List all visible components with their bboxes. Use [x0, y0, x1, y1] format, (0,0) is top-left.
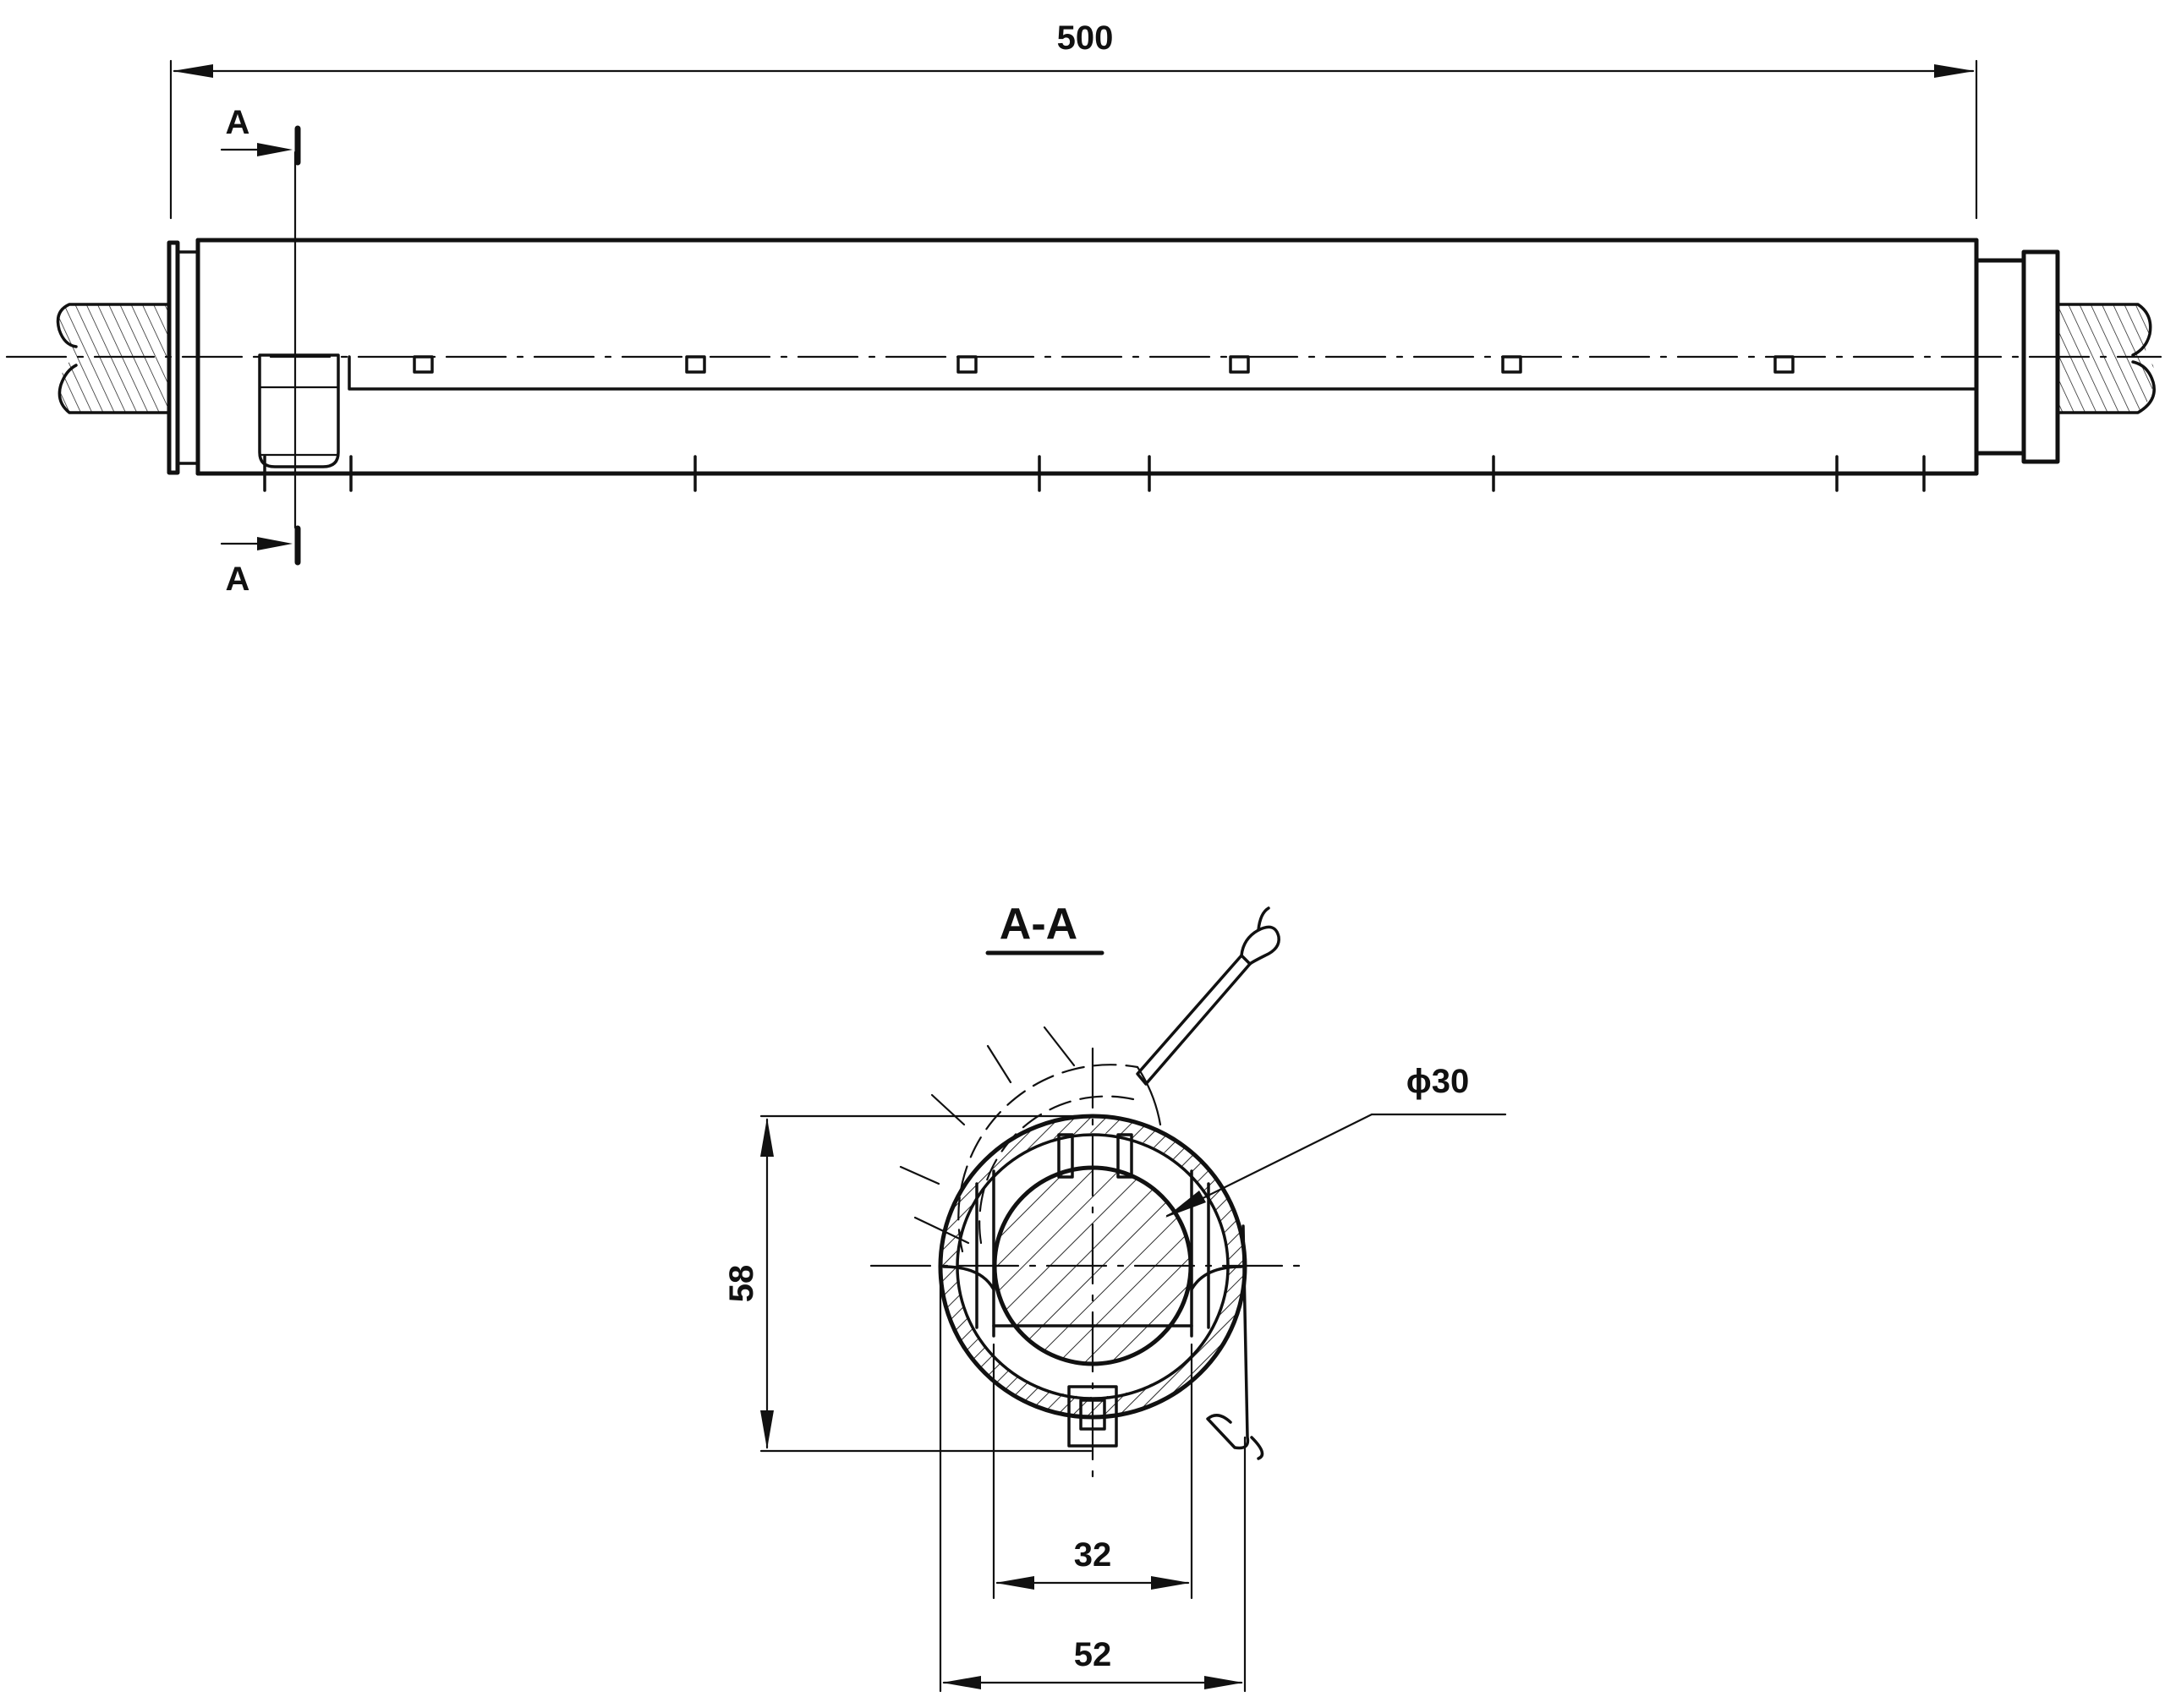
shaft-diameter-label: ϕ30	[1406, 1063, 1469, 1100]
right-shaft-stub	[2056, 303, 2156, 414]
tube-body	[195, 238, 1979, 492]
length-label: 500	[1057, 19, 1114, 57]
left-shaft-stub	[56, 303, 169, 414]
section-title: A-A	[1000, 900, 1077, 949]
section-view: A-A	[723, 900, 1507, 1693]
top-view: 500	[5, 19, 2162, 598]
clip-hook	[1206, 1224, 1250, 1450]
section-marker-top: A	[226, 104, 250, 141]
section-cut-marker: A A	[220, 104, 301, 598]
section-marker-bottom: A	[226, 561, 250, 598]
inner-width-dimension: 32	[992, 1343, 1193, 1600]
height-dimension: 58	[723, 1114, 1093, 1453]
shaft-diameter-callout: ϕ30	[1165, 1063, 1507, 1218]
height-label: 58	[723, 1265, 760, 1303]
length-dimension: 500	[169, 19, 1978, 220]
inner-width-label: 32	[1074, 1536, 1112, 1574]
outer-width-dimension: 52	[939, 1284, 1247, 1693]
outer-width-label: 52	[1074, 1636, 1112, 1673]
